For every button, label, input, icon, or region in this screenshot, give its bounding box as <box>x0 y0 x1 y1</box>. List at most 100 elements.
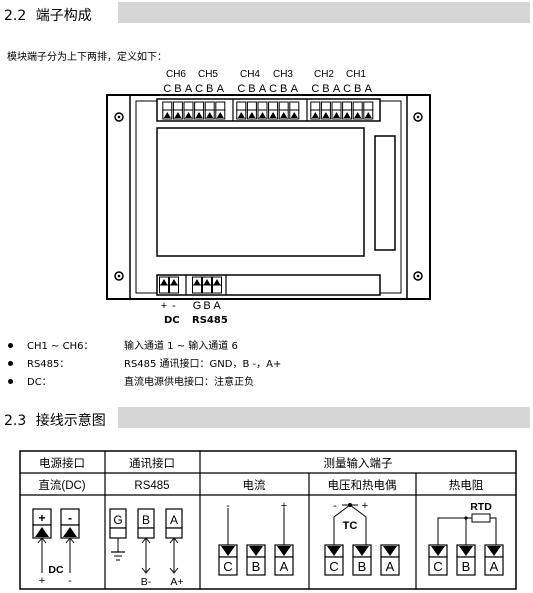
mounting-hole-icon <box>114 271 124 281</box>
terminal-screw-icon <box>192 276 202 294</box>
section-title-text: 接线示意图 <box>35 413 106 429</box>
rs485-wiring: G B A B- A+ <box>109 508 184 588</box>
definition-item: DC： 直流电源供电接口：注意正负 <box>8 373 254 388</box>
terminal-screw-icon <box>320 101 331 120</box>
terminal-screw-icon <box>194 101 205 120</box>
terminal-screw-icon <box>204 101 215 120</box>
svg-text:+: + <box>38 511 45 525</box>
subheader-voltage: 电压和热电偶 <box>328 479 397 492</box>
section-2-2-title: 2.2 端子构成 <box>4 5 92 25</box>
table-border <box>19 450 517 590</box>
dc-label: DC <box>164 315 180 326</box>
terminal-letter: A <box>280 559 289 574</box>
channel-label: CH2 <box>314 69 334 80</box>
header-input: 测量输入端子 <box>324 456 393 470</box>
terminal-screw-icon <box>183 101 194 120</box>
mounting-hole-icon <box>114 112 124 122</box>
terminal-letter: A <box>490 559 499 574</box>
terminal-letter: B <box>174 83 181 95</box>
terminal-letter: C <box>329 559 338 574</box>
rtd-wiring: RTD <box>437 501 497 545</box>
bottom-pin-label: B <box>203 300 210 312</box>
terminal-screw-icon <box>268 101 279 120</box>
bullet-icon <box>8 378 13 384</box>
voltage-tc-wiring: - + TC <box>333 500 368 545</box>
rs485-label: RS485 <box>192 315 228 326</box>
definition-item: CH1 ~ CH6： 输入通道 1 ~ 输入通道 6 <box>8 337 238 352</box>
terminal-icon: A <box>484 544 504 576</box>
channel-label: CH6 <box>166 69 186 80</box>
terminal-screw-icon <box>159 276 169 294</box>
terminal-screw-icon <box>352 101 363 120</box>
terminal-screw-icon <box>202 276 212 294</box>
terminal-letter: B <box>206 83 213 95</box>
channel-label: CH1 <box>346 69 366 80</box>
terminal-letter: B <box>248 83 255 95</box>
definition-key: DC： <box>27 377 52 388</box>
svg-text:A: A <box>170 513 178 527</box>
terminal-screw-icon <box>212 276 222 294</box>
bottom-pin-label: A <box>213 300 221 312</box>
section-number: 2.3 <box>4 413 27 429</box>
intro-text: 模块端子分为上下两排，定义如下： <box>7 52 167 63</box>
subheader-rtd: 热电阻 <box>449 479 484 492</box>
mounting-hole-icon <box>413 112 423 122</box>
svg-text:RTD: RTD <box>470 501 492 513</box>
header-power: 电源接口 <box>39 456 85 470</box>
terminal-letter: C <box>269 83 277 95</box>
terminal-icon: B <box>352 544 372 576</box>
terminal-letter: A <box>291 83 299 95</box>
bottom-terminal-screws <box>159 275 227 295</box>
terminal-letter: C <box>163 83 171 95</box>
bottom-pin-label: + <box>161 300 167 312</box>
bullet-icon <box>8 360 13 366</box>
bottom-terminal-block <box>156 274 381 296</box>
channel-label: CH3 <box>273 69 293 80</box>
terminal-screw-icon <box>363 101 374 120</box>
definition-key: RS485： <box>27 359 70 370</box>
definition-value: 直流电源供电接口：注意正负 <box>124 377 254 388</box>
display-window <box>156 127 365 257</box>
module-inner-frame <box>129 94 408 300</box>
svg-text:+: + <box>281 500 287 512</box>
terminal-letter: C <box>433 559 442 574</box>
header-comm: 通讯接口 <box>129 457 175 470</box>
section-header-bar <box>118 2 530 23</box>
terminal-screw-icon <box>310 101 321 120</box>
svg-text:-: - <box>333 500 337 512</box>
section-title-text: 端子构成 <box>35 8 92 24</box>
terminal-letter: C <box>237 83 245 95</box>
svg-text:+: + <box>362 500 368 512</box>
terminal-letter: C <box>311 83 319 95</box>
terminal-icon: C <box>218 544 238 576</box>
power-wiring: + - DC + - <box>32 508 80 587</box>
terminal-screw-icon <box>215 101 226 120</box>
terminal-letter: A <box>365 83 373 95</box>
section-2-3-title: 2.3 接线示意图 <box>4 410 106 430</box>
terminal-screw-icon <box>289 101 300 120</box>
terminal-icon: A <box>274 544 294 576</box>
terminal-letter: C <box>195 83 203 95</box>
definition-key: CH1 ~ CH6： <box>27 341 94 352</box>
terminal-screw-icon <box>331 101 342 120</box>
terminal-letter: A <box>217 83 225 95</box>
terminal-letter: C <box>223 559 232 574</box>
terminal-icon: C <box>324 544 344 576</box>
terminal-letter: B <box>252 559 261 574</box>
definition-value: 输入通道 1 ~ 输入通道 6 <box>124 341 238 352</box>
channel-label: CH5 <box>198 69 218 80</box>
svg-text:A+: A+ <box>170 576 183 588</box>
terminal-letter: C <box>343 83 351 95</box>
terminal-screw-icon <box>172 101 183 120</box>
svg-text:G: G <box>113 513 122 527</box>
side-slot <box>374 135 396 251</box>
terminal-screw-icon <box>236 101 247 120</box>
mounting-hole-icon <box>413 271 423 281</box>
svg-text:B-: B- <box>141 576 152 588</box>
